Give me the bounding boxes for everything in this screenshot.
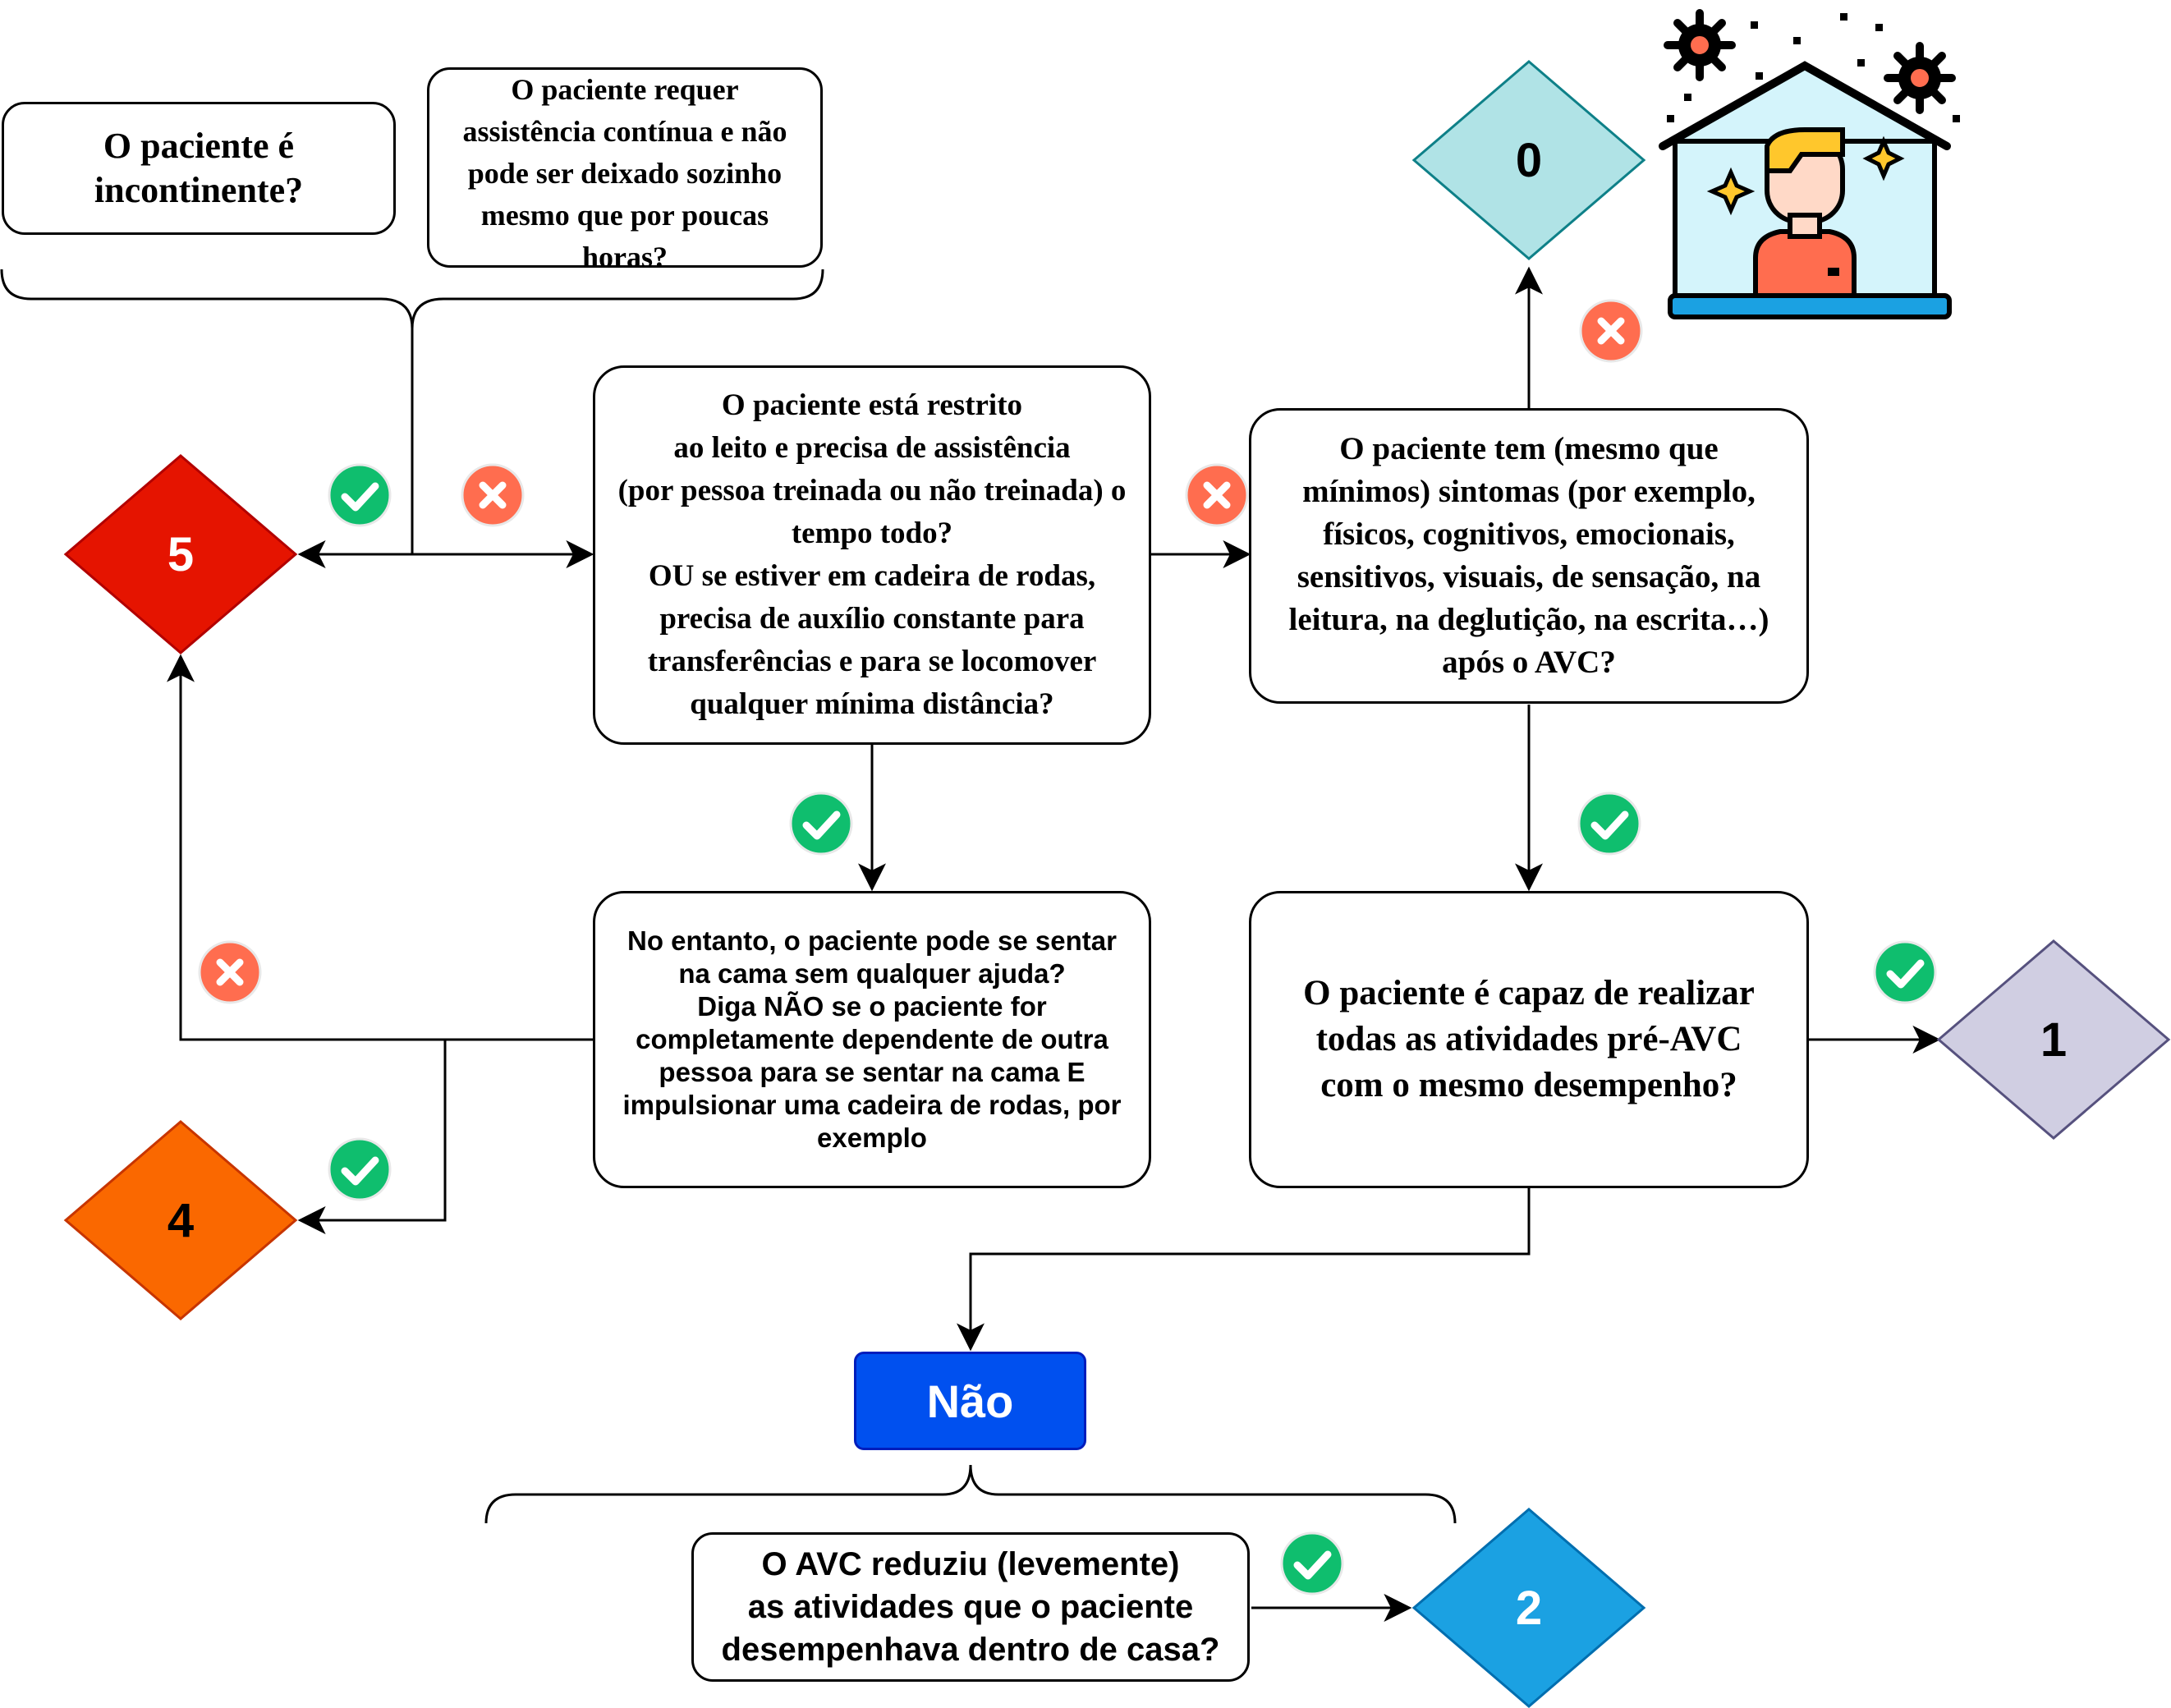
- arrow-sit-to-4: [297, 1040, 447, 1234]
- score-0-label: 0: [1516, 134, 1542, 187]
- incontinent-question: O paciente é incontinente?: [2, 102, 396, 235]
- bedridden-question: O paciente está restrito ao leito e prec…: [593, 365, 1151, 745]
- check-icon: [788, 791, 854, 856]
- check-icon: [327, 1136, 392, 1202]
- symptoms-question: O paciente tem (mesmo que mínimos) sinto…: [1249, 408, 1809, 704]
- score-5-diamond: 5: [63, 454, 298, 654]
- reduced-home-activities-question: O AVC reduziu (levemente) as atividades …: [691, 1532, 1250, 1682]
- arrow-sit-to-5: [167, 654, 593, 1041]
- score-4-label: 4: [168, 1194, 194, 1247]
- check-icon: [1279, 1531, 1345, 1596]
- bottom-brace: [484, 1464, 1457, 1524]
- arrow-pre-stroke-to-nao: [957, 1187, 1531, 1352]
- cross-icon: [1578, 298, 1644, 364]
- person-at-home-icon: [1659, 9, 1960, 319]
- continuous-assistance-question: O paciente requer assistência contínua e…: [427, 67, 823, 273]
- check-icon: [1577, 791, 1642, 856]
- pre-stroke-activities-question: O paciente é capaz de realizar todas as …: [1249, 891, 1809, 1188]
- nao-button[interactable]: Não: [854, 1352, 1086, 1450]
- score-1-label: 1: [2040, 1013, 2067, 1067]
- gear-icon: [1884, 42, 1956, 114]
- check-icon: [1872, 939, 1938, 1005]
- sit-in-bed-question: No entanto, o paciente pode se sentar na…: [593, 891, 1151, 1188]
- score-2-label: 2: [1516, 1582, 1542, 1635]
- score-0-diamond: 0: [1411, 60, 1646, 260]
- score-2-diamond: 2: [1411, 1508, 1646, 1708]
- top-brace: [0, 269, 824, 329]
- check-icon: [327, 462, 392, 528]
- cross-icon: [460, 462, 526, 528]
- score-5-label: 5: [168, 528, 194, 581]
- cross-icon: [1184, 462, 1250, 528]
- gear-icon: [1664, 9, 1736, 81]
- score-1-diamond: 1: [1936, 939, 2171, 1140]
- score-4-diamond: 4: [63, 1120, 298, 1320]
- cross-icon: [197, 939, 263, 1005]
